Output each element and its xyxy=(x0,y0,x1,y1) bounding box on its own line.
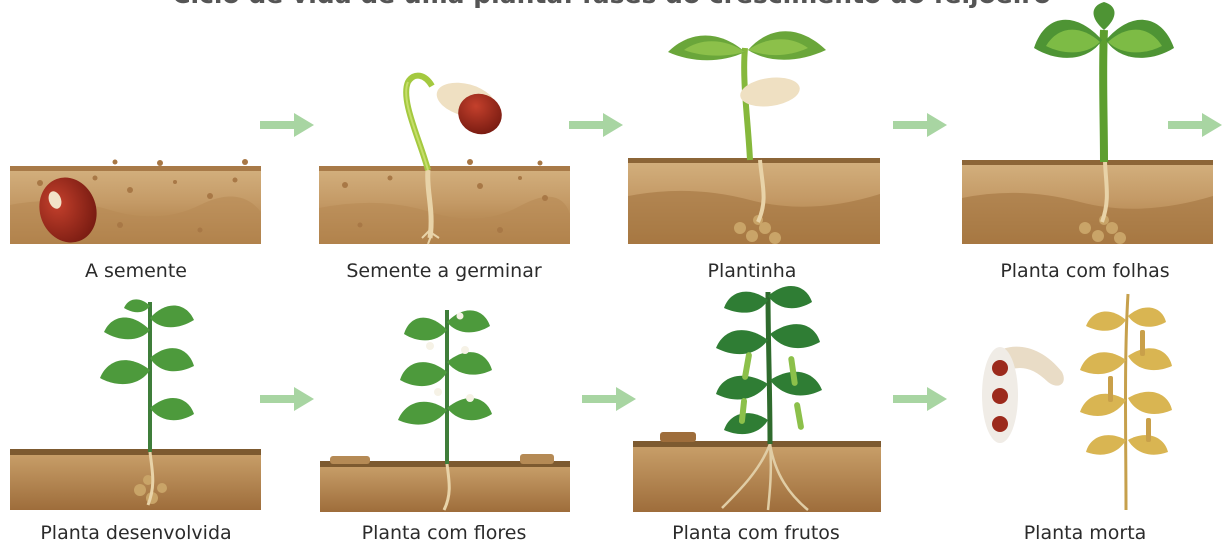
caption-dead: Planta morta xyxy=(935,520,1223,546)
stage-seed-illustration xyxy=(10,159,261,251)
arrow-5 xyxy=(260,387,314,411)
caption-seedling: Plantinha xyxy=(602,258,902,284)
caption-developed: Planta desenvolvida xyxy=(0,520,286,546)
stage-germinating-illustration xyxy=(319,76,570,244)
caption-leafy: Planta com folhas xyxy=(935,258,1223,284)
caption-fruiting: Planta com frutos xyxy=(606,520,906,546)
caption-seed: A semente xyxy=(0,258,286,284)
arrow-6 xyxy=(582,387,636,411)
stage-fruiting-illustration xyxy=(633,286,881,512)
arrow-4 xyxy=(1168,113,1222,137)
arrow-7 xyxy=(893,387,947,411)
stage-dead-illustration xyxy=(982,294,1172,510)
stage-flowering-illustration xyxy=(320,310,570,512)
caption-flowering: Planta com flores xyxy=(294,520,594,546)
row2-arrows xyxy=(260,387,947,411)
arrow-3 xyxy=(893,113,947,137)
row1-arrows xyxy=(260,113,1222,137)
arrow-1 xyxy=(260,113,314,137)
stage-seedling-illustration xyxy=(628,31,880,244)
stage-developed-illustration xyxy=(10,299,261,510)
arrow-2 xyxy=(569,113,623,137)
caption-germinating: Semente a germinar xyxy=(294,258,594,284)
